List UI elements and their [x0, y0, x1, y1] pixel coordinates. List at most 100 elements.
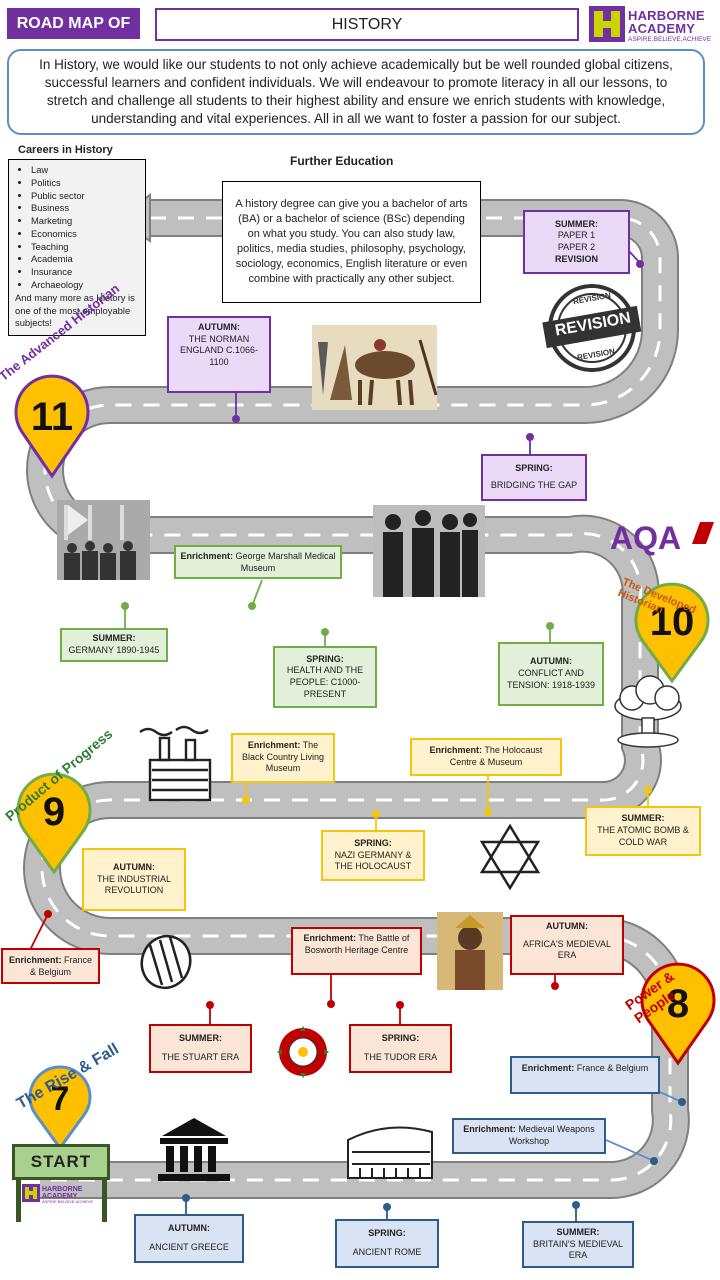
label-term: SUMMER: [179, 1033, 222, 1044]
further-education-title: Further Education [290, 154, 394, 168]
gunpowder-barrel-icon [140, 934, 192, 990]
label-text: The Black Country Living Museum [241, 740, 325, 774]
mushroom-cloud-icon [614, 675, 682, 748]
greek-temple-icon [158, 1118, 230, 1181]
label-text: ANCIENT GREECE [149, 1241, 229, 1252]
academy-logo-text: HARBORNE ACADEMY ASPIRE.BELIEVE.ACHIEVE [628, 9, 718, 44]
further-education-box: A history degree can give you a bachelor… [222, 181, 481, 303]
y7-enrichment-1-label: Enrichment: France & Belgium [510, 1056, 660, 1094]
label-text: THE ATOMIC BOMB & COLD WAR [597, 825, 689, 847]
label-term: AUTUMN: [168, 1223, 210, 1234]
y7-summer-label: SUMMER: BRITAIN'S MEDIEVAL ERA [522, 1221, 634, 1268]
intro-statement: In History, we would like our students t… [7, 49, 705, 135]
label-text: George Marshall Medical Museum [235, 551, 336, 573]
y10-summer-label: SUMMER: GERMANY 1890-1945 [60, 628, 168, 662]
career-item: Public sector [31, 190, 139, 203]
label-term: Enrichment: [429, 745, 483, 755]
subject-title: HISTORY [155, 8, 579, 41]
label-text: GERMANY 1890-1945 [68, 645, 160, 655]
y7-enrichment-2-label: Enrichment: Medieval Weapons Workshop [452, 1118, 606, 1154]
label-term: AUTUMN: [530, 656, 572, 667]
label-term: SPRING: [354, 837, 392, 848]
colosseum-icon [347, 1126, 433, 1179]
careers-title: Careers in History [18, 144, 113, 156]
label-term: SUMMER: [92, 633, 136, 644]
y7-autumn-label: AUTUMN: ANCIENT GREECE [134, 1214, 244, 1263]
y8-autumn-label: AUTUMN: AFRICA'S MEDIEVAL ERA [510, 915, 624, 975]
y9-summer-label: SUMMER: THE ATOMIC BOMB & COLD WAR [585, 806, 701, 856]
y11-spring-label: SPRING: BRIDGING THE GAP [481, 454, 587, 501]
academy-logo-small-icon [22, 1184, 40, 1202]
careers-box: LawPoliticsPublic sectorBusinessMarketin… [8, 159, 146, 336]
pin-year-7 [28, 1065, 92, 1151]
label-term: SPRING: [515, 462, 553, 473]
label-text: HEALTH AND THE PEOPLE: C1000-PRESENT [286, 665, 364, 699]
logo-name-2: ACADEMY [628, 21, 696, 36]
logo-small-name-2: ACADEMY [42, 1193, 78, 1200]
label-text: The Battle of Bosworth Heritage Centre [304, 933, 410, 955]
label-text: ANCIENT ROME [352, 1246, 422, 1257]
mansa-musa-image [437, 912, 503, 990]
label-text: France & Belgium [576, 1063, 649, 1073]
label-text: THE STUART ERA [161, 1051, 240, 1062]
label-term: SUMMER: [555, 218, 598, 229]
label-text: THE TUDOR ERA [363, 1051, 438, 1062]
label-term: Enrichment: [247, 740, 301, 750]
label-term: Enrichment: [463, 1124, 516, 1134]
label-text: CONFLICT AND TENSION: 1918-1939 [506, 668, 596, 690]
year-11-number: 11 [30, 395, 74, 439]
label-text: BRITAIN'S MEDIEVAL ERA [533, 1238, 623, 1261]
label-text: AFRICA'S MEDIEVAL ERA [522, 938, 612, 961]
pin-year-11 [14, 374, 90, 479]
year-10-number: 10 [649, 600, 695, 644]
logo-tagline: ASPIRE.BELIEVE.ACHIEVE [628, 36, 712, 43]
career-item: Archaeology [31, 279, 139, 292]
interwar-leaders-photo [373, 505, 485, 597]
label-text: The Holocaust Centre & Museum [449, 745, 543, 767]
logo-small-tagline: ASPIRE.BELIEVE.ACHIEVE [42, 1199, 94, 1204]
label-text: BRIDGING THE GAP [490, 480, 578, 491]
pin-year-10 [634, 582, 710, 684]
label-text: PAPER 2 [557, 242, 596, 252]
y9-enrichment-1-label: Enrichment: The Black Country Living Mus… [231, 733, 335, 783]
pin-year-9 [16, 772, 92, 875]
revision-stamp-icon [542, 284, 642, 372]
logo-small-name-1: HARBORNE [42, 1186, 83, 1193]
aqa-swoosh-icon [692, 522, 714, 544]
label-text: PAPER 1 [557, 230, 596, 241]
y8-summer-label: SUMMER: THE STUART ERA [149, 1024, 252, 1073]
label-term: Enrichment: [8, 955, 62, 965]
careers-list: LawPoliticsPublic sectorBusinessMarketin… [15, 164, 139, 292]
academy-logo-small-text: HARBORNE ACADEMY ASPIRE.BELIEVE.ACHIEVE [42, 1186, 93, 1204]
label-text: France & Belgium [29, 955, 93, 977]
careers-footer: And many more as History is one of the m… [15, 291, 135, 329]
career-item: Economics [31, 228, 139, 241]
label-term: Enrichment: [521, 1063, 575, 1073]
aqa-logo: AQA [610, 520, 682, 556]
y10-autumn-label: AUTUMN: CONFLICT AND TENSION: 1918-1939 [498, 642, 604, 706]
start-sign: START [12, 1144, 110, 1180]
career-item: Insurance [31, 266, 139, 279]
y9-enrichment-2-label: Enrichment: The Holocaust Centre & Museu… [410, 738, 562, 776]
pin-year-8 [640, 962, 716, 1066]
label-term: SPRING: [306, 653, 344, 664]
year-8-number: 8 [666, 982, 690, 1026]
y10-enrichment-label: Enrichment: George Marshall Medical Muse… [174, 545, 342, 579]
label-text: THE INDUSTRIAL REVOLUTION [96, 873, 171, 896]
roadmap-title: ROAD MAP OF [7, 8, 140, 39]
y8-spring-label: SPRING: THE TUDOR ERA [349, 1024, 452, 1073]
label-text: NAZI GERMANY & THE HOLOCAUST [334, 849, 412, 872]
nazi-soldiers-photo [57, 500, 150, 580]
career-item: Marketing [31, 215, 139, 228]
career-item: Law [31, 164, 139, 177]
tudor-rose-icon [277, 1026, 329, 1078]
label-term: Enrichment: [180, 551, 233, 561]
star-of-david-icon [479, 823, 541, 891]
label-text: Medieval Weapons Workshop [508, 1124, 595, 1146]
bayeux-tapestry-image [312, 325, 438, 410]
career-item: Teaching [31, 241, 139, 254]
y8-enrichment-2-label: Enrichment: The Battle of Bosworth Herit… [291, 927, 422, 975]
y9-autumn-label: AUTUMN: THE INDUSTRIAL REVOLUTION [82, 848, 186, 911]
label-term: AUTUMN: [546, 921, 588, 931]
